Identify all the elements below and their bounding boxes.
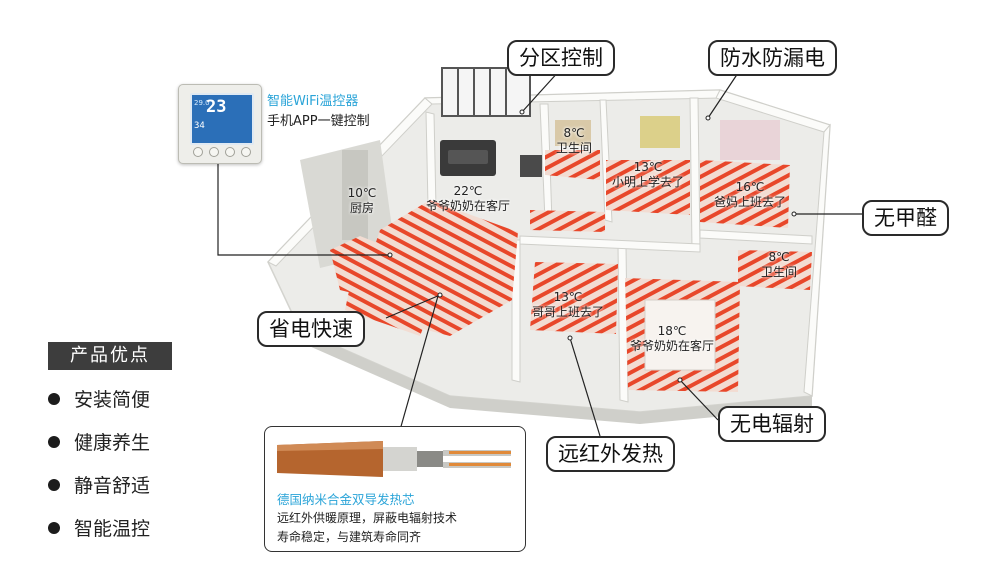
thermostat-small-bottom: 34 — [194, 121, 205, 131]
thermostat-title: 智能WiFi温控器 — [267, 94, 359, 109]
thermostat-button — [193, 147, 203, 157]
room-temp: 13℃ — [633, 160, 663, 174]
callout-waterproof: 防水防漏电 — [708, 40, 837, 76]
thermostat-small-top: 29.0 — [194, 99, 210, 107]
room-label: 8℃ 卫生间 — [756, 250, 802, 280]
room-temp: 8℃ — [768, 250, 790, 264]
cable-title: 德国纳米合金双导发热芯 — [277, 492, 415, 507]
room-temp: 10℃ — [347, 186, 377, 200]
room-name: 厨房 — [349, 201, 374, 215]
advantage-item: 安装简便 — [48, 388, 150, 412]
callout-no-radiation: 无电辐射 — [718, 406, 826, 442]
room-temp: 8℃ — [563, 126, 585, 140]
callout-zone-control: 分区控制 — [507, 40, 615, 76]
thermostat-button — [225, 147, 235, 157]
cable-info-box: 德国纳米合金双导发热芯 远红外供暖原理，屏蔽电辐射技术 寿命稳定，与建筑寿命同齐 — [264, 426, 526, 552]
room-label: 8℃ 卫生间 — [552, 126, 596, 156]
callout-power-saving: 省电快速 — [257, 311, 365, 347]
thermostat-screen: 29.0 23 34 — [190, 93, 254, 145]
room-label: 13℃ 小明上学去了 — [602, 160, 694, 190]
room-temp: 18℃ — [657, 324, 687, 338]
room-name: 爷爷奶奶在客厅 — [629, 339, 714, 353]
callout-no-formaldehyde: 无甲醛 — [862, 200, 949, 236]
thermostat-button — [241, 147, 251, 157]
advantage-text: 静音舒适 — [74, 475, 151, 497]
cable-line-2: 寿命稳定，与建筑寿命同齐 — [277, 530, 422, 544]
room-label: 13℃ 哥哥上班去了 — [522, 290, 614, 320]
thermostat-device: 29.0 23 34 — [178, 84, 262, 164]
advantage-item: 静音舒适 — [48, 474, 150, 498]
room-label: 16℃ 爸妈上班去了 — [704, 180, 796, 210]
thermostat-subtitle: 手机APP一键控制 — [267, 114, 370, 129]
advantage-text: 健康养生 — [74, 432, 151, 454]
bullet-icon — [48, 436, 60, 448]
room-temp: 13℃ — [553, 290, 583, 304]
heating-cable-image — [277, 441, 511, 477]
bullet-icon — [48, 479, 60, 491]
advantages-title: 产品优点 — [48, 342, 172, 370]
room-name: 小明上学去了 — [611, 175, 684, 189]
room-temp: 22℃ — [453, 184, 483, 198]
cable-line-1: 远红外供暖原理，屏蔽电辐射技术 — [277, 511, 458, 525]
bullet-icon — [48, 393, 60, 405]
room-name: 爷爷奶奶在客厅 — [425, 199, 510, 213]
room-name: 卫生间 — [555, 141, 592, 155]
room-label: 22℃ 爷爷奶奶在客厅 — [416, 184, 520, 214]
room-temp: 16℃ — [735, 180, 765, 194]
thermostat-main-reading: 23 — [206, 97, 227, 117]
advantage-item: 智能温控 — [48, 517, 150, 541]
callout-far-infrared: 远红外发热 — [546, 436, 675, 472]
advantage-text: 智能温控 — [74, 518, 151, 540]
bullet-icon — [48, 522, 60, 534]
room-label: 10℃ 厨房 — [340, 186, 384, 216]
room-label: 18℃ 爷爷奶奶在客厅 — [620, 324, 724, 354]
room-name: 哥哥上班去了 — [531, 305, 604, 319]
room-name: 卫生间 — [760, 265, 797, 279]
advantage-text: 安装简便 — [74, 389, 151, 411]
advantage-item: 健康养生 — [48, 431, 150, 455]
room-name: 爸妈上班去了 — [713, 195, 786, 209]
thermostat-button — [209, 147, 219, 157]
